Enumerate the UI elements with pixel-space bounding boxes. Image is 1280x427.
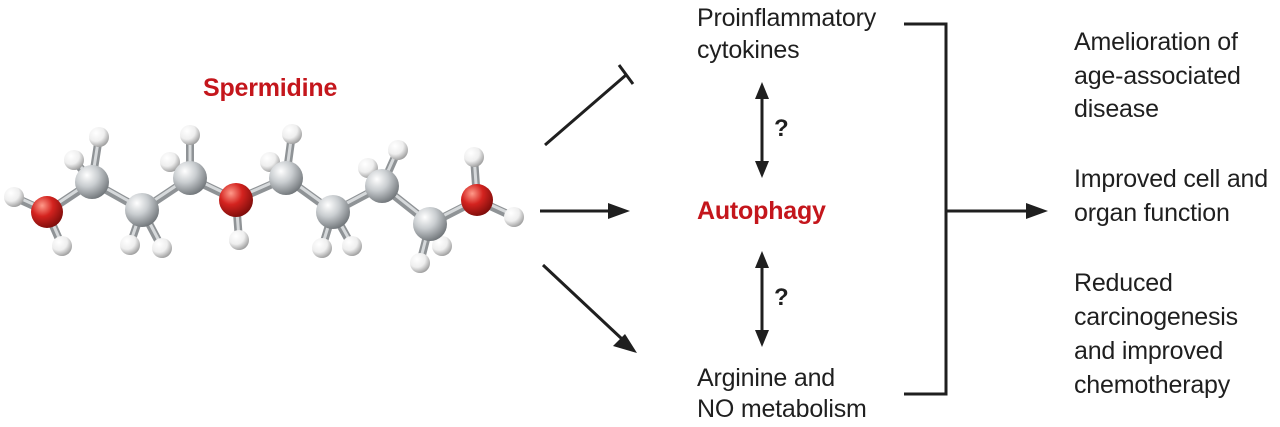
hydrogen-atom: [120, 235, 140, 255]
double-arrow-lower: [755, 251, 769, 347]
outcome-1-line1: Amelioration of: [1074, 28, 1238, 56]
hydrogen-atom: [410, 253, 430, 273]
outcome-bracket: [904, 22, 1048, 396]
carbon-atom: [365, 169, 399, 203]
carbon-atom: [75, 165, 109, 199]
hydrogen-atom: [64, 150, 84, 170]
hydrogen-atom: [342, 236, 362, 256]
outcome-3-line4: chemotherapy: [1074, 371, 1231, 399]
carbon-atom: [316, 195, 350, 229]
cytokines-label-line2: cytokines: [697, 36, 800, 64]
carbon-atom: [413, 207, 447, 241]
arginine-label-line1: Arginine and: [697, 364, 835, 392]
hydrogen-atom: [282, 124, 302, 144]
outcome-1-line3: disease: [1074, 95, 1159, 123]
arrow-to-autophagy: [540, 203, 630, 219]
outcome-3-line3: and improved: [1074, 337, 1224, 365]
hydrogen-atom: [160, 152, 180, 172]
double-arrow-upper: [755, 82, 769, 178]
hydrogen-atom: [432, 236, 452, 256]
inhibition-arrow: [544, 64, 635, 147]
hydrogen-atom: [229, 230, 249, 250]
spermidine-molecule: [4, 124, 524, 273]
arrow-to-arginine: [541, 263, 637, 353]
outcome-3-line1: Reduced: [1074, 269, 1173, 297]
hydrogen-atom: [180, 125, 200, 145]
molecule-name-label: Spermidine: [203, 74, 338, 102]
arginine-label-line2: NO metabolism: [697, 395, 867, 423]
cytokines-label-line1: Proinflammatory: [697, 4, 876, 32]
carbon-atom: [269, 161, 303, 195]
hydrogen-atom: [89, 127, 109, 147]
outcome-1-line2: age-associated: [1074, 62, 1241, 90]
hydrogen-atom: [464, 147, 484, 167]
carbon-atom: [173, 161, 207, 195]
autophagy-label: Autophagy: [697, 197, 826, 225]
nitrogen-atom: [31, 196, 63, 228]
outcome-2-line1: Improved cell and: [1074, 165, 1268, 193]
hydrogen-atom: [388, 140, 408, 160]
question-mark-upper: ?: [774, 115, 789, 142]
hydrogen-atom: [152, 238, 172, 258]
outcome-2-line2: organ function: [1074, 199, 1230, 227]
outcome-3-line2: carcinogenesis: [1074, 303, 1238, 331]
nitrogen-atom: [219, 183, 253, 217]
nitrogen-atom: [461, 184, 493, 216]
hydrogen-atom: [4, 187, 24, 207]
hydrogen-atom: [52, 236, 72, 256]
hydrogen-atom: [504, 207, 524, 227]
question-mark-lower: ?: [774, 284, 789, 311]
carbon-atom: [125, 193, 159, 227]
hydrogen-atom: [312, 238, 332, 258]
